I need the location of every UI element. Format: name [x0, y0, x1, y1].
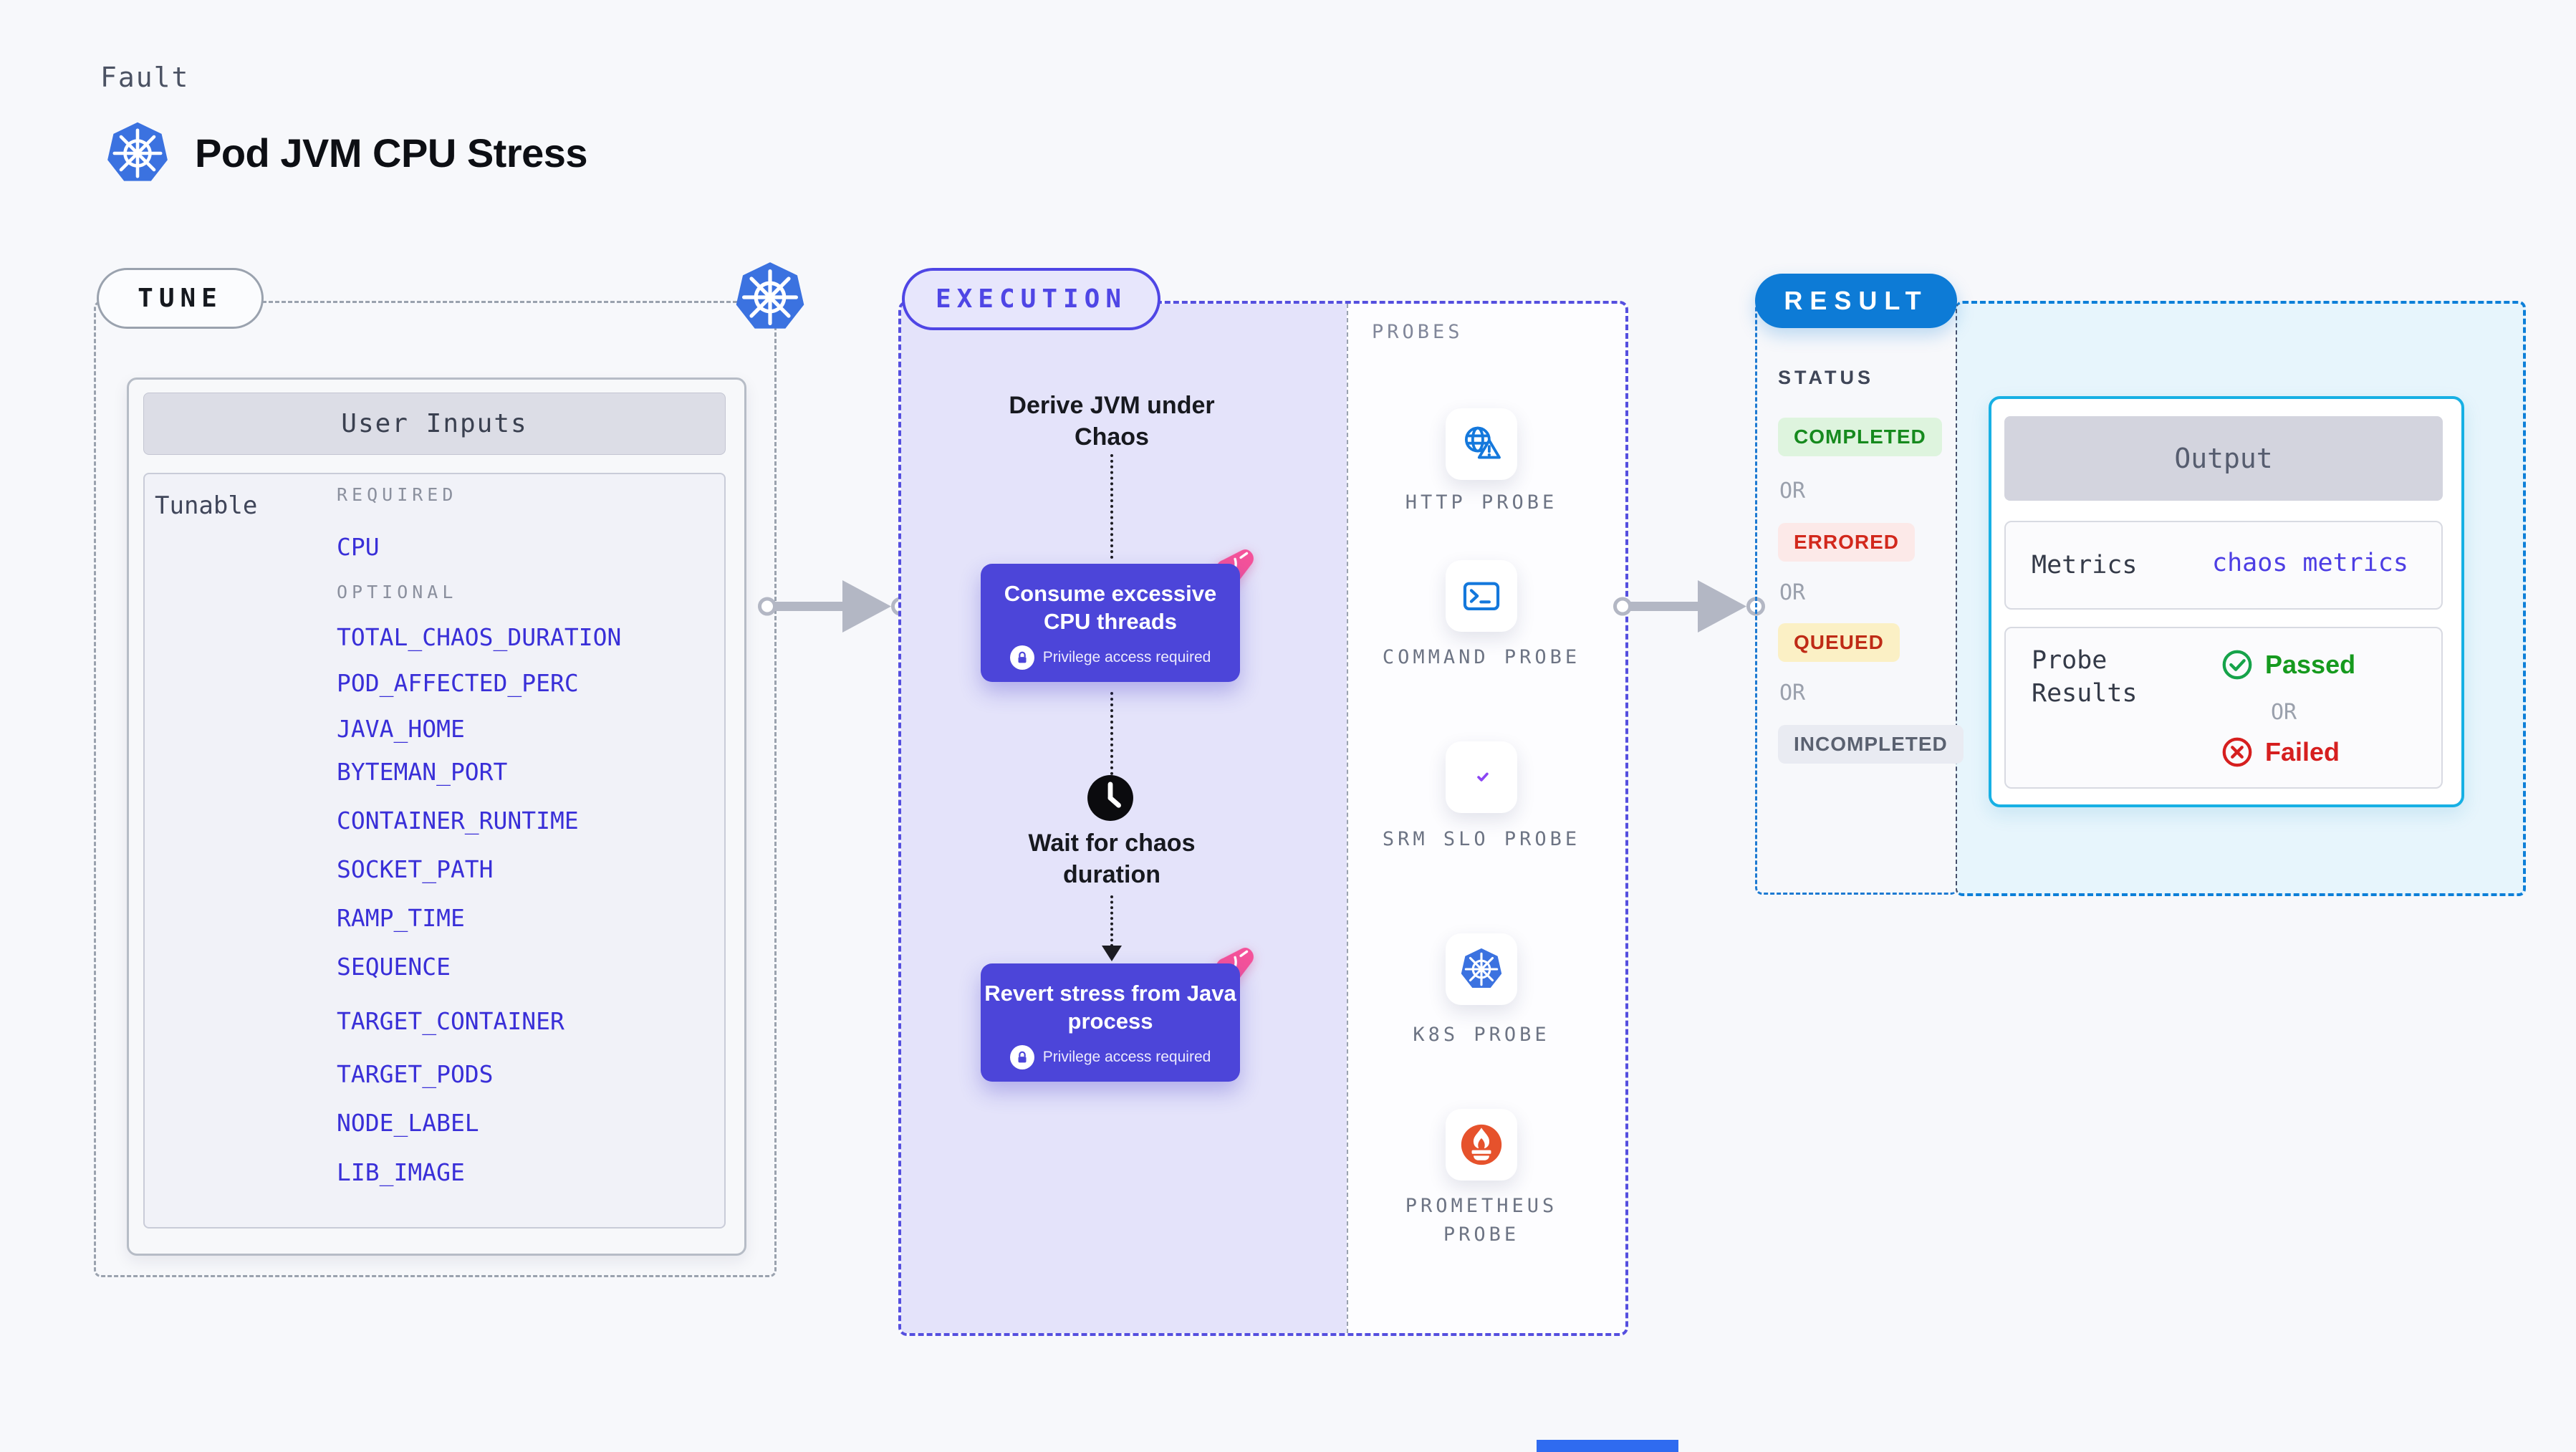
execution-section-box	[898, 301, 1628, 1336]
tune-pill-label: TUNE	[138, 284, 223, 313]
optional-heading: OPTIONAL	[337, 582, 458, 602]
tune-pill: TUNE	[97, 268, 264, 329]
page-title: Pod JVM CPU Stress	[195, 130, 588, 176]
probe-results-label: Probe Results	[2032, 646, 2138, 708]
user-inputs-title: User Inputs	[341, 409, 528, 438]
tunable-item: TOTAL_CHAOS_DURATION	[337, 623, 622, 651]
srm-slo-probe-tile	[1446, 741, 1517, 813]
tunable-item: JAVA_HOME	[337, 715, 465, 743]
x-circle-icon	[2221, 736, 2254, 769]
action-consume-box: Consume excessive CPU threads Privilege …	[981, 564, 1240, 682]
tunable-panel	[143, 473, 726, 1229]
clock-icon	[1086, 774, 1135, 822]
tunable-item: RAMP_TIME	[337, 904, 465, 932]
tunable-row-label: Tunable	[155, 491, 258, 520]
result-pill-label: RESULT	[1784, 286, 1928, 315]
tunable-item: LIB_IMAGE	[337, 1158, 465, 1186]
passed-row: Passed	[2221, 648, 2355, 681]
flow-connector	[1110, 692, 1113, 775]
lock-icon	[1009, 1045, 1034, 1069]
or-label: OR	[1779, 580, 1806, 605]
bottom-edge-artifact	[1537, 1440, 1678, 1452]
execution-to-result-arrow-icon	[1613, 572, 1765, 644]
tunable-item: SEQUENCE	[337, 953, 451, 981]
probe-label: K8S PROBE	[1413, 1024, 1550, 1046]
action-revert-label: Revert stress from Java process	[984, 981, 1236, 1034]
fault-kicker: Fault	[100, 62, 190, 93]
tune-to-execution-arrow-icon	[758, 572, 910, 644]
status-badge-completed: COMPLETED	[1778, 418, 1942, 456]
step-wait-duration: Wait for chaos duration	[1028, 830, 1196, 888]
lock-icon	[1009, 645, 1034, 670]
kubernetes-icon	[1459, 947, 1504, 991]
check-circle-icon	[2221, 648, 2254, 681]
or-label: OR	[2271, 700, 2297, 725]
kubernetes-badge-icon	[733, 260, 807, 335]
probe-label: SRM SLO PROBE	[1382, 828, 1581, 850]
privilege-note: Privilege access required	[1042, 649, 1211, 665]
user-inputs-header: User Inputs	[143, 393, 726, 455]
execution-flow-area	[901, 304, 1347, 1333]
command-probe-tile	[1446, 560, 1517, 632]
terminal-icon	[1458, 573, 1504, 619]
or-label: OR	[1779, 479, 1806, 504]
required-heading: REQUIRED	[337, 484, 458, 505]
tunable-item: CONTAINER_RUNTIME	[337, 807, 579, 835]
tunable-item: TARGET_CONTAINER	[337, 1007, 564, 1035]
tunable-item: BYTEMAN_PORT	[337, 758, 508, 786]
failed-label: Failed	[2265, 737, 2340, 766]
result-pill: RESULT	[1755, 274, 1957, 328]
prometheus-icon	[1458, 1122, 1504, 1168]
tunable-item: NODE_LABEL	[337, 1109, 479, 1137]
probes-heading: PROBES	[1372, 321, 1464, 343]
status-badge-errored: ERRORED	[1778, 523, 1916, 562]
tunable-item: CPU	[337, 533, 380, 561]
slo-donut-icon	[1458, 754, 1505, 801]
kubernetes-icon	[105, 120, 170, 186]
probe-label: HTTP PROBE	[1405, 491, 1558, 514]
arrow-down-icon	[1102, 946, 1122, 961]
probe-results-row: Probe Results Passed OR Failed	[2004, 627, 2443, 789]
probe-label: COMMAND PROBE	[1382, 646, 1581, 668]
failed-row: Failed	[2221, 736, 2340, 769]
execution-pill: EXECUTION	[902, 268, 1160, 330]
prometheus-probe-tile	[1446, 1109, 1517, 1181]
metrics-value: chaos metrics	[2212, 549, 2408, 577]
tunable-item: POD_AFFECTED_PERC	[337, 669, 579, 697]
status-badge-incompleted: INCOMPLETED	[1778, 725, 1964, 764]
flow-connector-arrow	[1110, 895, 1113, 947]
output-header: Output	[2004, 416, 2443, 501]
action-revert-box: Revert stress from Java process Privileg…	[981, 963, 1240, 1082]
privilege-note: Privilege access required	[1042, 1049, 1211, 1065]
passed-label: Passed	[2265, 650, 2356, 679]
tune-section-box	[94, 301, 777, 1277]
flow-connector	[1110, 454, 1113, 559]
globe-alert-icon	[1458, 421, 1504, 467]
step-derive-jvm: Derive JVM under Chaos	[1009, 392, 1215, 451]
metrics-label: Metrics	[2032, 551, 2138, 580]
execution-pill-label: EXECUTION	[935, 284, 1128, 314]
k8s-probe-tile	[1446, 933, 1517, 1005]
status-heading: STATUS	[1778, 367, 1874, 388]
http-probe-tile	[1446, 408, 1517, 480]
probes-divider	[1347, 304, 1348, 1333]
status-badge-queued: QUEUED	[1778, 623, 1900, 662]
metrics-row: Metrics chaos metrics	[2004, 521, 2443, 610]
action-consume-label: Consume excessive CPU threads	[1004, 581, 1217, 634]
tunable-item: TARGET_PODS	[337, 1060, 494, 1088]
or-label: OR	[1779, 681, 1806, 706]
tunable-item: SOCKET_PATH	[337, 855, 494, 883]
probe-label: PROMETHEUS PROBE	[1405, 1195, 1558, 1246]
output-title: Output	[2174, 443, 2273, 474]
